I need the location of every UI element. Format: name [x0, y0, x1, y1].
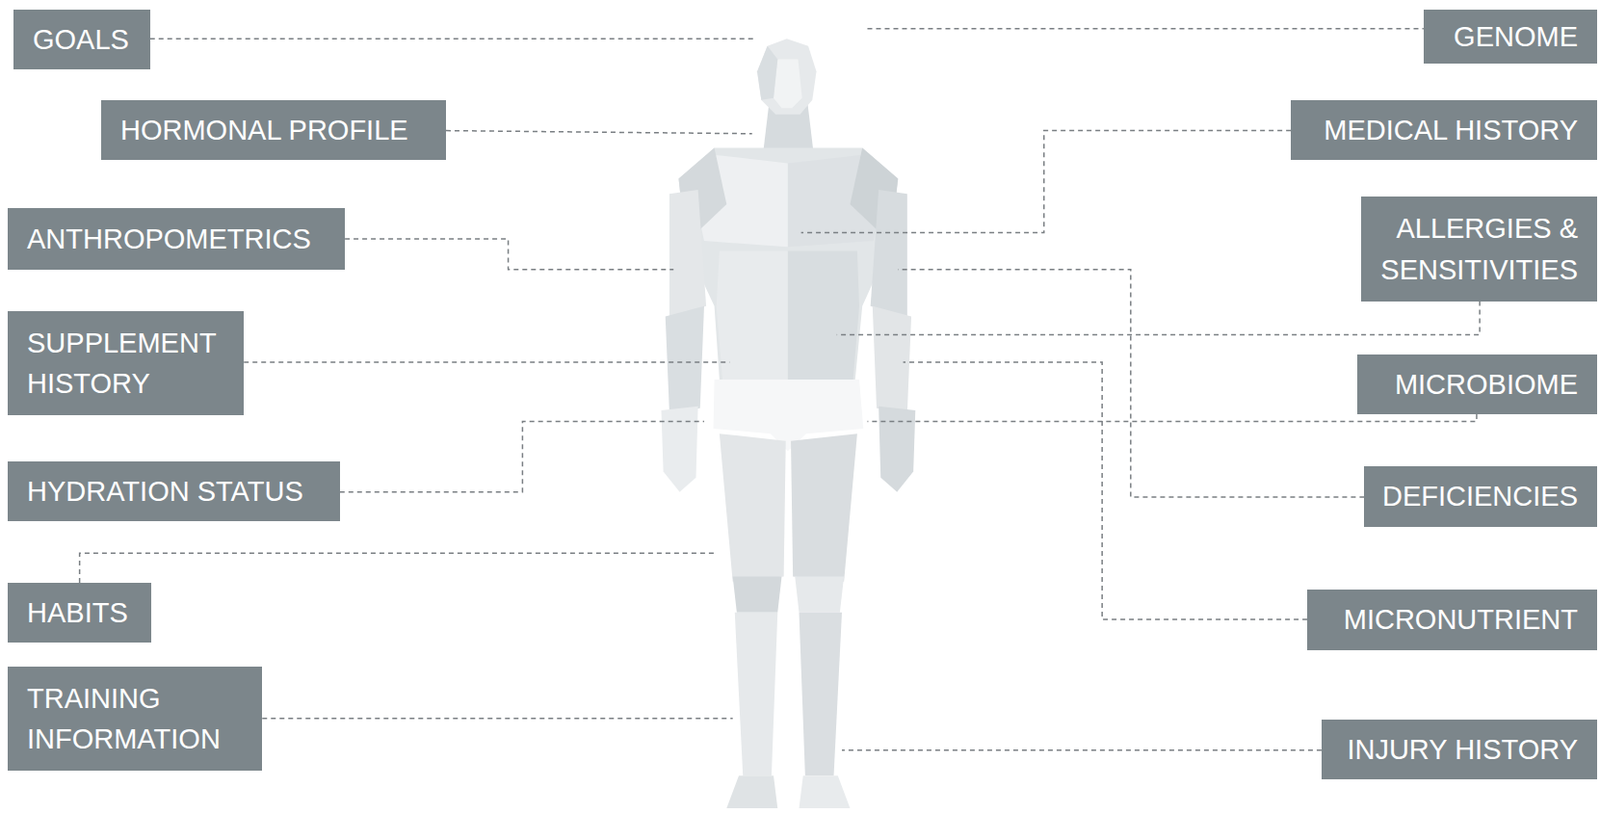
- leader-line: [344, 238, 674, 270]
- label-box: HORMONAL PROFILE: [101, 100, 446, 160]
- figure-head: [757, 38, 816, 114]
- label-box: HYDRATION STATUS: [7, 461, 341, 522]
- box-label: HORMONAL PROFILE: [120, 109, 439, 151]
- leader-line: [243, 361, 730, 364]
- leader-line: [866, 27, 1423, 30]
- figure-leg: [790, 433, 858, 809]
- label-box: MICRONUTRIENT: [1307, 589, 1598, 651]
- figure-shin: [799, 612, 842, 777]
- figure-thigh: [790, 433, 858, 582]
- figure-forearm: [665, 306, 705, 414]
- label-box: ALLERGIES & SENSITIVITIES: [1361, 196, 1598, 302]
- box-label: MICRONUTRIENT: [1314, 599, 1578, 640]
- box-label: TRAINING INFORMATION: [26, 678, 255, 760]
- figure-abdomen: [716, 251, 788, 380]
- figure-arm: [660, 189, 707, 493]
- box-label: HABITS: [26, 592, 144, 633]
- box-label: HYDRATION STATUS: [26, 471, 333, 512]
- leader-line: [903, 362, 1309, 620]
- figure-knee: [794, 577, 844, 613]
- figure-hand: [660, 406, 698, 493]
- figure-shin: [734, 612, 778, 777]
- label-box: MEDICAL HISTORY: [1290, 100, 1598, 160]
- label-box: GENOME: [1423, 9, 1598, 64]
- figure-torso: [679, 148, 899, 380]
- figure-foot: [799, 775, 851, 809]
- figure-upper-arm: [870, 189, 908, 316]
- figure-abdomen: [787, 251, 860, 380]
- label-box: ANTHROPOMETRICS: [7, 208, 345, 270]
- box-label: MEDICAL HISTORY: [1298, 109, 1578, 151]
- label-box: TRAINING INFORMATION: [7, 666, 263, 771]
- figure-face: [773, 58, 803, 108]
- leader-line: [866, 414, 1476, 421]
- figure-arm: [870, 189, 917, 493]
- leader-line: [841, 749, 1322, 752]
- leader-line: [262, 717, 733, 720]
- figure-forearm: [872, 306, 912, 414]
- leader-line: [897, 269, 1364, 498]
- human-figure: [660, 38, 916, 809]
- leader-line: [150, 38, 756, 41]
- box-label: MICROBIOME: [1364, 364, 1578, 405]
- leader-line: [445, 131, 753, 134]
- figure-foot: [726, 775, 778, 809]
- box-label: GOALS: [32, 19, 143, 60]
- figure-leg: [719, 433, 787, 809]
- leader-line: [79, 552, 715, 583]
- leader-line: [837, 301, 1480, 336]
- box-label: GENOME: [1431, 16, 1578, 57]
- label-box: HABITS: [7, 582, 152, 643]
- label-box: MICROBIOME: [1357, 354, 1598, 415]
- figure-thigh: [719, 433, 787, 582]
- figure-upper-arm: [669, 189, 707, 316]
- label-box: GOALS: [13, 9, 151, 70]
- figure-knee: [733, 577, 783, 613]
- leader-lines: [79, 28, 1480, 751]
- figure-face-shade: [757, 46, 778, 101]
- label-box: DEFICIENCIES: [1363, 466, 1598, 527]
- box-label: DEFICIENCIES: [1371, 475, 1578, 517]
- box-label: SUPPLEMENT HISTORY: [26, 322, 237, 404]
- leader-line: [801, 131, 1292, 234]
- box-label: ANTHROPOMETRICS: [26, 218, 338, 260]
- box-label: ALLERGIES & SENSITIVITIES: [1368, 208, 1578, 289]
- figure-hand: [878, 406, 916, 493]
- label-box: SUPPLEMENT HISTORY: [7, 311, 244, 416]
- leader-line: [340, 421, 705, 493]
- box-label: INJURY HISTORY: [1329, 729, 1578, 770]
- label-box: INJURY HISTORY: [1321, 719, 1598, 780]
